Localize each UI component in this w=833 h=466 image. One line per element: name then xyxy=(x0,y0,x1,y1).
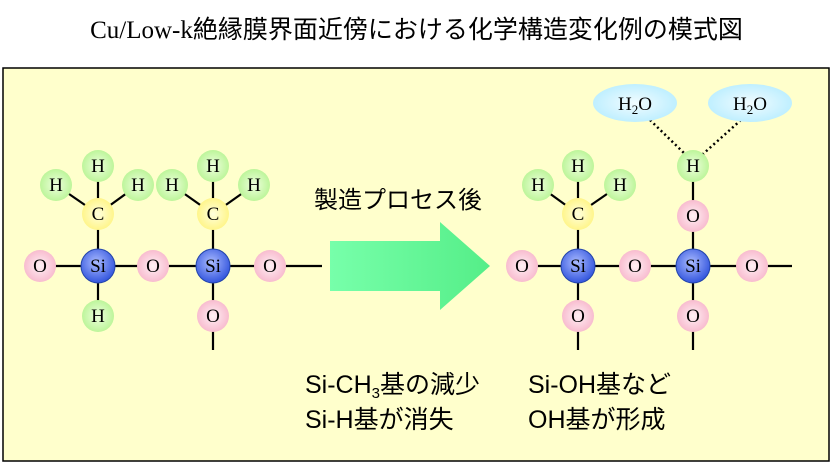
svg-text:Si: Si xyxy=(685,256,701,277)
water-molecule: H2O xyxy=(708,84,792,122)
svg-text:Si: Si xyxy=(570,256,586,277)
svg-text:H: H xyxy=(613,175,627,196)
after-o-atom: O xyxy=(619,250,651,282)
after-si-atom: Si xyxy=(675,248,711,284)
page-title: Cu/Low-k絶縁膜界面近傍における化学構造変化例の模式図 xyxy=(90,17,743,44)
svg-text:C: C xyxy=(92,204,105,225)
svg-text:H: H xyxy=(91,306,105,327)
svg-text:O: O xyxy=(263,256,277,277)
svg-text:Si: Si xyxy=(205,256,221,277)
before-o-atom: O xyxy=(254,250,286,282)
svg-text:H: H xyxy=(531,175,545,196)
before-c-atom: C xyxy=(197,198,229,230)
after-h-atom: H xyxy=(522,169,554,201)
before-h-atom: H xyxy=(197,150,229,182)
process-arrow xyxy=(330,222,490,310)
before-o-atom: O xyxy=(137,250,169,282)
svg-text:O: O xyxy=(571,306,585,327)
before-caption-line2: Si-H基が消失 xyxy=(305,406,454,434)
after-caption-line2: OH基が形成 xyxy=(528,406,666,434)
before-si-atom: Si xyxy=(80,248,116,284)
water-molecule: H2O xyxy=(593,84,677,122)
svg-text:C: C xyxy=(572,204,585,225)
svg-text:H: H xyxy=(571,156,585,177)
after-caption-line1: Si-OH基など xyxy=(528,371,671,399)
svg-text:H: H xyxy=(131,175,145,196)
svg-text:O: O xyxy=(33,256,47,277)
after-o-atom: O xyxy=(677,200,709,232)
before-si-atom: Si xyxy=(195,248,231,284)
arrow-label: 製造プロセス後 xyxy=(314,187,482,214)
after-o-atom: O xyxy=(506,250,538,282)
svg-text:H: H xyxy=(247,175,261,196)
svg-text:O: O xyxy=(206,306,220,327)
before-caption-line1: Si-CH3基の減少 xyxy=(305,371,480,402)
after-h-atom: H xyxy=(562,150,594,182)
before-h-atom: H xyxy=(82,150,114,182)
svg-text:O: O xyxy=(628,256,642,277)
before-h-atom: H xyxy=(156,169,188,201)
svg-text:Si: Si xyxy=(90,256,106,277)
svg-text:H2O: H2O xyxy=(733,94,767,117)
svg-text:H: H xyxy=(686,156,700,177)
svg-text:O: O xyxy=(515,256,529,277)
svg-text:H: H xyxy=(91,156,105,177)
svg-text:H: H xyxy=(49,175,63,196)
svg-text:O: O xyxy=(146,256,160,277)
svg-text:O: O xyxy=(745,256,759,277)
before-o-atom: O xyxy=(24,250,56,282)
before-h-atom: H xyxy=(238,169,270,201)
after-o-atom: O xyxy=(562,300,594,332)
before-h-atom: H xyxy=(82,300,114,332)
after-h-atom: H xyxy=(604,169,636,201)
svg-text:C: C xyxy=(207,204,220,225)
after-c-atom: C xyxy=(562,198,594,230)
before-h-atom: H xyxy=(40,169,72,201)
svg-text:O: O xyxy=(686,306,700,327)
before-c-atom: C xyxy=(82,198,114,230)
svg-text:H: H xyxy=(165,175,179,196)
after-o-atom: O xyxy=(736,250,768,282)
hydrogen-bonds xyxy=(649,119,742,155)
svg-text:O: O xyxy=(686,206,700,227)
after-si-atom: Si xyxy=(560,248,596,284)
after-o-atom: O xyxy=(677,300,709,332)
svg-text:H2O: H2O xyxy=(618,94,652,117)
before-o-atom: O xyxy=(197,300,229,332)
svg-text:H: H xyxy=(206,156,220,177)
before-h-atom: H xyxy=(122,169,154,201)
after-h-atom: H xyxy=(677,150,709,182)
